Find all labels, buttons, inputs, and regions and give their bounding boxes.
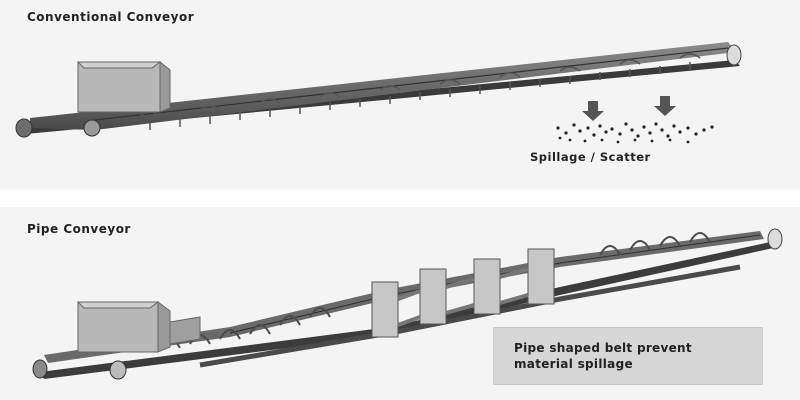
- spilled-material: [556, 122, 714, 144]
- spillage-label: Spillage / Scatter: [530, 150, 651, 164]
- lower-pipe: [199, 264, 741, 368]
- pipe-feed-hopper: [76, 301, 201, 353]
- tail-pulley: [32, 359, 48, 379]
- carrying-belt: [30, 42, 736, 130]
- spillage-arrows: [582, 96, 676, 121]
- spillage-note-box: Pipe shaped belt prevent material spilla…: [493, 327, 763, 385]
- frame-plates: [371, 248, 555, 338]
- head-pulley: [767, 228, 783, 250]
- pipe-conveyor-title: Pipe Conveyor: [27, 222, 131, 236]
- pipe-belt: [44, 231, 764, 363]
- pipe-conveyor-panel: Pipe Conveyor Pipe shaped belt prevent m…: [0, 207, 800, 400]
- feed-hopper: [76, 60, 171, 113]
- note-line-1: Pipe shaped belt prevent: [514, 341, 692, 355]
- down-arrow-icon: [582, 101, 604, 121]
- tail-roller: [83, 119, 101, 137]
- down-arrow-icon: [654, 96, 676, 116]
- tail-pulley: [15, 118, 33, 138]
- conventional-conveyor-illustration: [15, 42, 742, 144]
- head-pulley: [726, 44, 742, 66]
- conventional-conveyor-title: Conventional Conveyor: [27, 10, 195, 24]
- pipe-conveyor-illustration: [32, 228, 783, 380]
- tail-roller: [109, 360, 127, 380]
- note-line-2: material spillage: [514, 357, 633, 371]
- conventional-conveyor-panel: Conventional Conveyor Spillage / Scatter: [0, 0, 800, 190]
